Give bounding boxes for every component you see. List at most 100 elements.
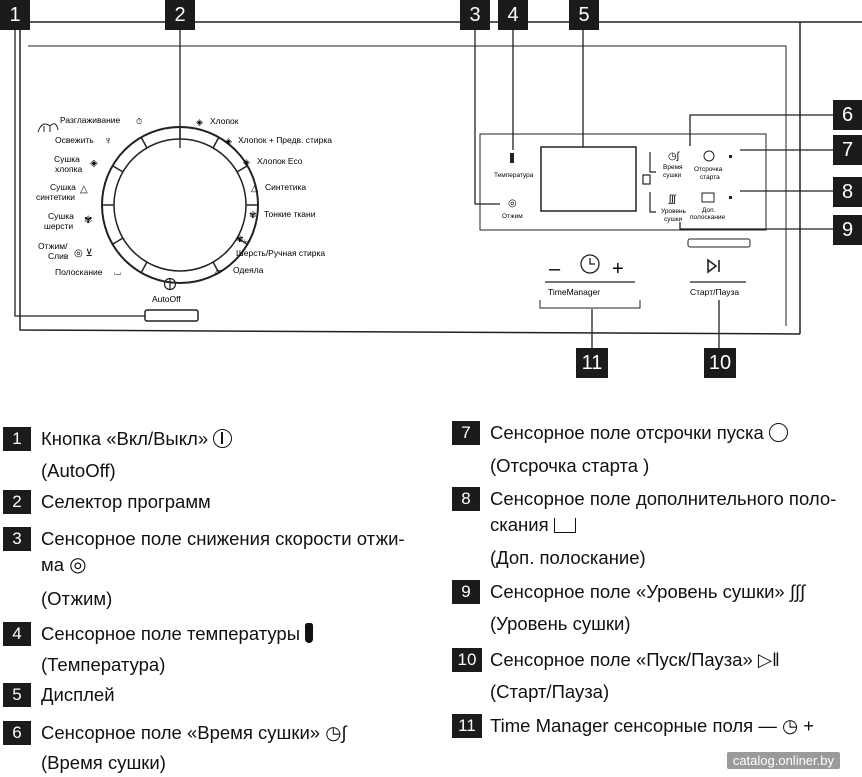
time-manager-icons: — ◷ + xyxy=(758,715,815,736)
wool-dry-icon: ✾ xyxy=(84,215,92,226)
start-pause-label: Старт/Пауза xyxy=(690,287,739,297)
callout-9: 9 xyxy=(833,215,862,245)
program-icon: △ xyxy=(251,183,258,193)
dial-left-label: шерсти xyxy=(44,221,73,231)
dial-right-label: Одеяла xyxy=(233,265,264,275)
callout-10: 10 xyxy=(704,348,736,378)
legend-item-10: 10 Сенсорное поле «Пуск/Пауза» ▷‖ xyxy=(452,648,862,672)
dial-left-label: Освежить xyxy=(55,135,94,145)
callout-5: 5 xyxy=(569,0,599,30)
legend-item-2: 2 Селектор программ xyxy=(3,490,423,514)
legend-text: Сенсорное поле «Пуск/Пауза» ▷‖ xyxy=(490,649,780,670)
legend-number: 1 xyxy=(3,427,31,451)
power-icon xyxy=(213,429,233,448)
legend-text: Сенсорное поле температуры xyxy=(41,622,314,646)
start-pause-icon[interactable] xyxy=(707,258,720,274)
legend-number: 4 xyxy=(3,622,31,646)
start-pause-indicator xyxy=(687,238,751,248)
extra-rinse-label: полоскание xyxy=(690,214,726,221)
callout-8: 8 xyxy=(833,177,862,207)
dial-left-label: синтетики xyxy=(36,192,75,202)
delay-start-icon[interactable] xyxy=(703,150,715,162)
extra-rinse-indicator xyxy=(729,196,732,199)
program-icon: ◈ xyxy=(225,136,232,146)
dial-left-label: Полоскание xyxy=(55,267,103,277)
time-manager-icon xyxy=(580,254,600,274)
time-manager-bracket xyxy=(539,300,641,309)
legend-sub: (Время сушки) xyxy=(41,752,166,773)
legend-item-11: 11 Time Manager сенсорные поля — ◷ + xyxy=(452,714,862,738)
thermometer-icon xyxy=(305,623,314,643)
watermark: catalog.onliner.by xyxy=(726,752,840,769)
legend-item-4: 4 Сенсорное поле температуры xyxy=(3,622,423,646)
callout-4: 4 xyxy=(498,0,528,30)
time-manager-label: TimeManager xyxy=(548,287,600,297)
dry-time-icon[interactable]: ◷ʃ xyxy=(668,151,680,162)
display-brackets xyxy=(642,152,656,213)
spin-icon: ◎ xyxy=(69,554,87,576)
callout-6: 6 xyxy=(833,100,862,130)
shirt-icon: ♆ xyxy=(104,135,112,147)
dial-right-label: Хлопок xyxy=(210,116,239,126)
legend-sub: (AutoOff) xyxy=(41,460,116,481)
callout-2: 2 xyxy=(165,0,195,30)
legend-sub: (Уровень сушки) xyxy=(490,613,631,634)
power-icon xyxy=(163,277,177,291)
leader-lines xyxy=(14,25,833,348)
legend-text: Сенсорное поле «Уровень сушки» ∫∫∫ xyxy=(490,581,806,602)
thermometer-icon xyxy=(510,153,514,163)
power-button[interactable] xyxy=(144,309,199,322)
extra-rinse-icon[interactable] xyxy=(701,192,715,203)
program-icon: ◈ xyxy=(243,157,250,167)
dry-time-icon: ◷∫ xyxy=(325,722,347,743)
display xyxy=(540,146,637,212)
time-manager-minus-button[interactable]: – xyxy=(549,258,561,280)
legend-item-9: 9 Сенсорное поле «Уровень сушки» ∫∫∫ xyxy=(452,580,862,604)
callout-3: 3 xyxy=(460,0,490,30)
cotton-dry-icon: ◈ xyxy=(90,158,98,169)
legend-text: Сенсорное поле снижения скорости отжи- xyxy=(41,528,405,549)
extra-rinse-label: Доп. xyxy=(702,207,716,214)
legend-text: Дисплей xyxy=(41,684,115,705)
program-icon: ▱ xyxy=(215,266,222,276)
legend-number: 10 xyxy=(452,648,482,672)
dry-time-label: Время xyxy=(663,164,683,171)
callout-7: 7 xyxy=(833,135,862,165)
dial-right-label: Хлопок + Предв. стирка xyxy=(238,135,332,145)
legend-text: Сенсорное поле «Время сушки» ◷∫ xyxy=(41,722,347,743)
spin-drain-icon: ◎ ⊻ xyxy=(74,248,93,259)
legend-sub: (Старт/Пауза) xyxy=(490,681,610,702)
legend-number: 5 xyxy=(3,683,31,707)
legend-number: 7 xyxy=(452,421,480,445)
synthetic-dry-icon: △ xyxy=(80,184,88,195)
dry-level-icon[interactable]: ʃʃʃ xyxy=(668,194,676,205)
dial-left-label: хлопка xyxy=(55,164,83,174)
dry-level-icon: ∫∫∫ xyxy=(789,581,806,602)
legend-number: 3 xyxy=(3,527,31,551)
dial-left-label: Отжим/ xyxy=(38,241,68,251)
legend-text: Time Manager сенсорные поля — ◷ + xyxy=(490,715,815,736)
legend-text: Кнопка «Вкл/Выкл» xyxy=(41,427,233,451)
program-icon: ✾ xyxy=(249,210,257,220)
legend-item-8: 8 Сенсорное поле дополнительного поло- xyxy=(452,487,862,511)
rinse-icon: ⌴ xyxy=(114,267,121,277)
delay-label: старта xyxy=(700,174,720,181)
legend-number: 11 xyxy=(452,714,482,738)
legend-text: Селектор программ xyxy=(41,491,211,512)
legend-sub: (Температура) xyxy=(41,654,166,675)
program-selector xyxy=(101,126,259,284)
dial-left-label: Сушка xyxy=(50,182,76,192)
legend-item-6: 6 Сенсорное поле «Время сушки» ◷∫ xyxy=(3,721,423,745)
program-icon: ✾⌴ xyxy=(236,234,251,244)
dry-time-label: сушки xyxy=(663,172,682,179)
time-manager-plus-button[interactable]: + xyxy=(612,258,624,280)
temperature-label: Температура xyxy=(494,172,534,179)
spin-label: Отжим xyxy=(502,213,523,220)
extra-rinse-icon xyxy=(553,518,576,533)
dial-left-label: Сушка xyxy=(54,154,80,164)
dial-right-label: Тонкие ткани xyxy=(264,209,316,219)
spin-icon[interactable]: ◎ xyxy=(508,198,517,209)
legend-sub: (Отжим) xyxy=(41,588,113,609)
dry-level-label: сушки xyxy=(664,216,683,223)
legend-number: 6 xyxy=(3,721,31,745)
